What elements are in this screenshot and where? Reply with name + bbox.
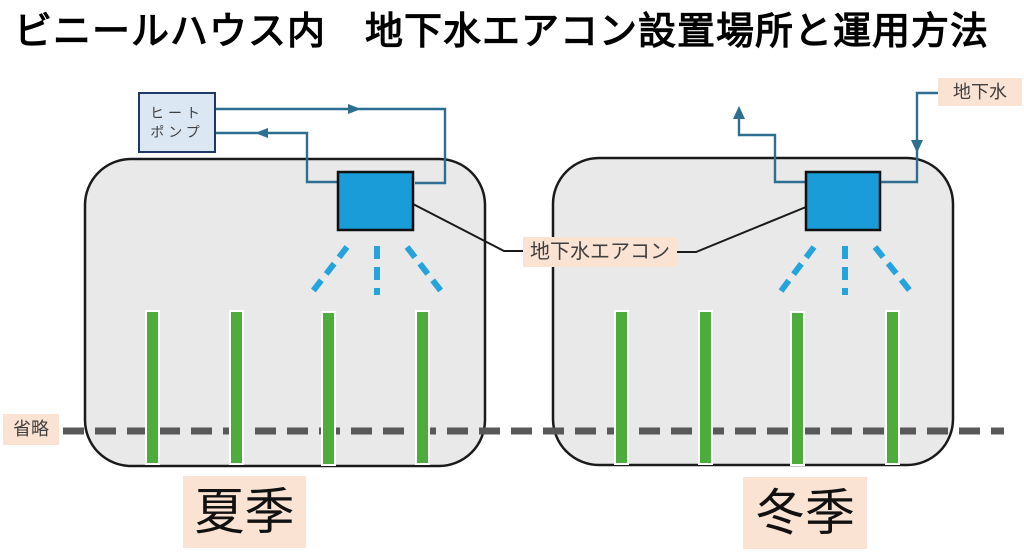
plant-bar (614, 310, 629, 465)
plant-rows-summer (145, 310, 430, 466)
summer-season-label: 夏季 (183, 476, 306, 548)
winter-season-label: 冬季 (743, 477, 867, 549)
airflow-dashes-winter (778, 245, 914, 295)
greenhouse-winter (551, 156, 955, 467)
airflow-dash (872, 245, 914, 294)
arrow-down-icon (911, 140, 923, 153)
callout-line-summer-unit (412, 203, 523, 252)
callout-line-winter-unit (677, 206, 807, 253)
plant-bar (790, 311, 805, 466)
heat-pump-box: ヒート ポンプ (138, 92, 216, 153)
airflow-dashes-summer (310, 245, 444, 295)
supply-pipe-winter (880, 91, 938, 184)
plant-bar (415, 310, 430, 465)
groundwater-ac-label: 地下水エアコン (523, 237, 677, 267)
omitted-label: 省略 (3, 414, 59, 445)
exhaust-pipe-winter (737, 111, 805, 184)
heat-pump-label-line1: ヒート (150, 104, 204, 121)
airflow-dash (778, 245, 817, 293)
greenhouse-summer (83, 157, 487, 468)
plant-bar (885, 310, 900, 465)
airflow-dash (404, 245, 444, 293)
arrow-up-icon (733, 106, 745, 119)
plant-rows-winter (614, 310, 900, 466)
plant-bar (229, 310, 244, 465)
plant-bar (698, 310, 713, 465)
groundwater-label: 地下水 (938, 78, 1022, 106)
heat-pump-label-line2: ポンプ (150, 123, 204, 140)
arrow-right-icon (348, 104, 361, 114)
ac-unit-summer (336, 170, 415, 232)
arrow-left-icon (255, 128, 268, 138)
page-title: ビニールハウス内 地下水エアコン設置場所と運用方法 (14, 11, 990, 53)
supply-pipe-summer (215, 107, 447, 185)
ac-unit-winter (804, 170, 882, 232)
airflow-dash (310, 245, 350, 293)
plant-bar (145, 310, 160, 465)
plant-bar (321, 311, 336, 466)
